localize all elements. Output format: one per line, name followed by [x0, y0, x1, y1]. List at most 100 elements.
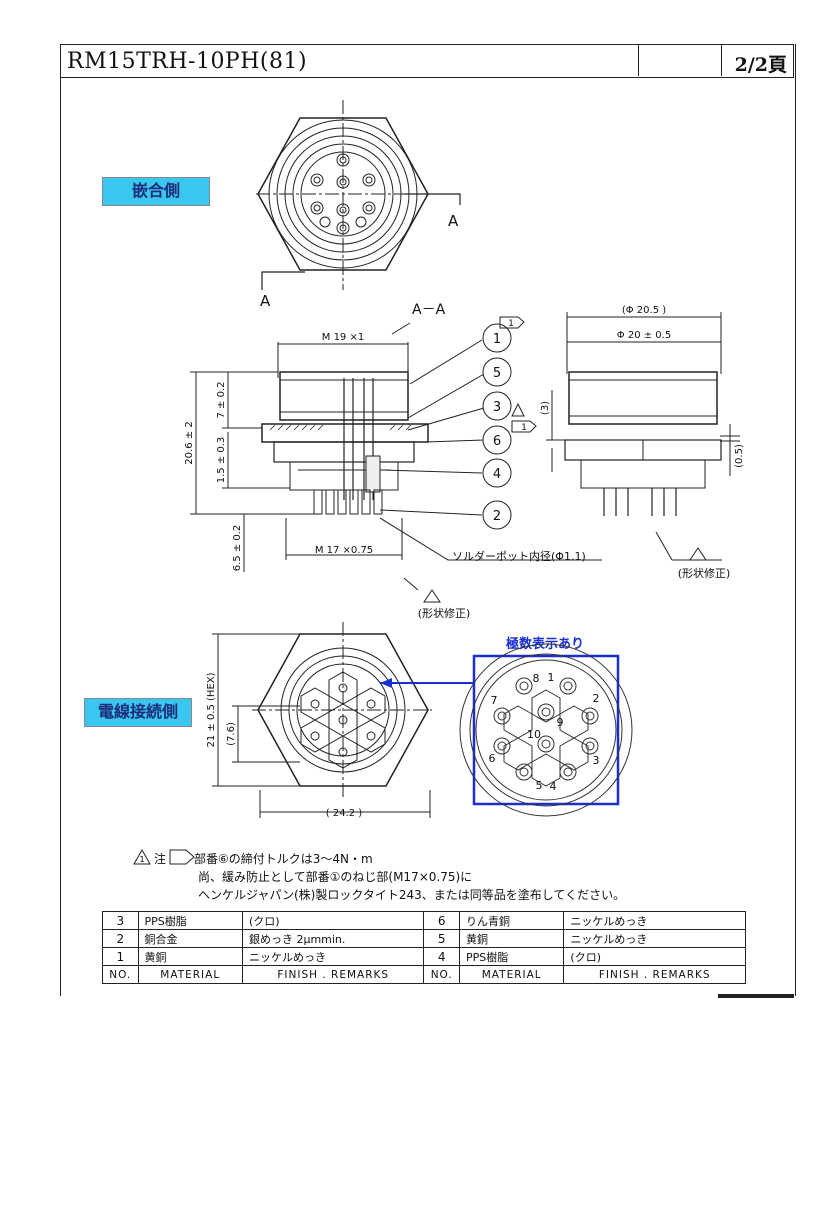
table-header-cell: MATERIAL — [137, 965, 243, 984]
revision-marks — [423, 316, 707, 603]
table-cell: 黄銅 — [137, 947, 243, 966]
mating-side-tag: 嵌合側 — [102, 177, 210, 206]
balloon-5 — [482, 357, 512, 387]
part-balloons — [482, 323, 512, 530]
mating-pin-pattern — [310, 153, 376, 235]
table-cell: (クロ) — [563, 947, 746, 966]
pin-number: 9 — [557, 716, 564, 729]
section-title: A－A — [412, 302, 446, 318]
revision-note: (形状修正) — [418, 606, 471, 620]
section-aa-view — [190, 322, 602, 591]
material-table: 3 PPS樹脂 (クロ) 6 りん青銅 ニッケルめっき 2 銅合金 銀めっき 2… — [102, 911, 746, 984]
balloon-label: 2 — [493, 509, 501, 524]
note-text: 尚、緩み防止として部番①のねじ部(M17×0.75)に — [198, 870, 473, 884]
pin-number: 5 — [536, 779, 543, 792]
table-cell: 銅合金 — [137, 929, 243, 948]
drawing-frame — [60, 44, 796, 996]
dim-7: 7 ± 0.2 — [216, 381, 227, 418]
dim-24-2: ( 24.2 ) — [326, 808, 363, 819]
pin-number: 4 — [550, 780, 557, 793]
balloon-label: 4 — [493, 467, 501, 482]
table-row: 2 銅合金 銀めっき 2μmmin. 5 黄銅 ニッケルめっき — [102, 929, 746, 948]
pin-numbering-detail: 1 2 3 4 5 6 7 8 9 10 — [459, 643, 633, 817]
table-cell: 3 — [102, 911, 139, 930]
table-cell: ニッケルめっき — [563, 929, 746, 948]
wire-side-tag: 電線接続側 — [84, 698, 192, 727]
revision-note: (形状修正) — [678, 566, 731, 580]
dim-m17: M 17 ×0.75 — [315, 545, 373, 556]
revision-number: 1 — [521, 423, 527, 433]
balloon-label: 1 — [493, 332, 501, 347]
dim-hex21: 21 ± 0.5 (HEX) — [206, 672, 217, 747]
balloon-3 — [482, 391, 512, 421]
balloon-label: 3 — [493, 400, 501, 415]
wire-side-view — [212, 622, 432, 818]
table-row: 3 PPS樹脂 (クロ) 6 りん青銅 ニッケルめっき — [102, 911, 746, 930]
note-box-icon — [169, 849, 195, 865]
dim-m19: M 19 ×1 — [322, 332, 364, 343]
dim-6-5: 6.5 ± 0.2 — [232, 525, 243, 572]
table-header-cell: NO. — [102, 965, 139, 984]
dim-3: (3) — [540, 401, 551, 415]
section-marker: A — [448, 212, 459, 230]
table-header-cell: FINISH . REMARKS — [241, 965, 425, 984]
page-number: 2/2頁 — [734, 54, 787, 76]
pin-number: 10 — [527, 728, 541, 741]
balloon-1 — [482, 323, 512, 353]
mating-side-view — [256, 100, 461, 290]
table-header-row: NO. MATERIAL FINISH . REMARKS NO. MATERI… — [102, 965, 746, 984]
table-header-cell: MATERIAL — [458, 965, 565, 984]
table-cell: 黄銅 — [458, 929, 565, 948]
title-divider — [638, 45, 639, 76]
table-cell: りん青銅 — [458, 911, 565, 930]
pin-number: 8 — [533, 672, 540, 685]
note-mark: 注 — [154, 852, 167, 866]
balloon-label: 5 — [493, 366, 501, 381]
table-cell: ニッケルめっき — [563, 911, 746, 930]
table-cell: 6 — [423, 911, 460, 930]
pin-number: 1 — [548, 671, 555, 684]
table-cell: 銀めっき 2μmmin. — [241, 929, 425, 948]
balloon-4 — [482, 458, 512, 488]
title-divider — [721, 45, 722, 76]
pin-number: 3 — [593, 754, 600, 767]
balloon-6 — [482, 425, 512, 455]
dim-phi20-5: (Φ 20.5 ) — [622, 305, 666, 316]
balloon-label: 6 — [493, 434, 501, 449]
table-cell: PPS樹脂 — [137, 911, 243, 930]
dim-7-6: (7.6) — [226, 722, 237, 746]
revision-triangle-icon — [133, 848, 151, 865]
table-cell: 1 — [102, 947, 139, 966]
balloon-2 — [482, 500, 512, 530]
note-text: ヘンケルジャパン(株)製ロックタイト243、または同等品を塗布してください。 — [198, 888, 626, 902]
note-line-1: 注 部番⑥の締付トルクは3～4N・m — [132, 850, 625, 868]
zoom-arrow-icon — [380, 678, 392, 688]
dim-phi20: Φ 20 ± 0.5 — [617, 330, 671, 341]
side-view — [546, 312, 740, 561]
revision-number: 1 — [139, 855, 144, 864]
title-bar: RM15TRH-10PH(81) 2/2頁 — [60, 44, 794, 78]
section-marker: A — [260, 292, 271, 310]
table-header-cell: NO. — [423, 965, 460, 984]
table-cell: 2 — [102, 929, 139, 948]
frame-corner-bar — [718, 994, 794, 998]
dim-20-6: 20.6 ± 2 — [184, 421, 195, 464]
table-row: 1 黄銅 ニッケルめっき 4 PPS樹脂 (クロ) — [102, 947, 746, 966]
revision-number: 1 — [508, 319, 514, 329]
note-text: 部番⑥の締付トルクは3～4N・m — [194, 852, 373, 866]
notes-block: 注 部番⑥の締付トルクは3～4N・m 尚、緩み防止として部番①のねじ部(M17×0… — [132, 850, 625, 904]
table-cell: 5 — [423, 929, 460, 948]
drawing-title: RM15TRH-10PH(81) — [67, 49, 308, 74]
dim-1-5: 1.5 ± 0.3 — [216, 437, 227, 484]
table-cell: PPS樹脂 — [458, 947, 565, 966]
solder-pot-callout: ソルダーポット内径(Φ1.1) — [452, 549, 586, 563]
table-cell: ニッケルめっき — [241, 947, 425, 966]
pin-number: 2 — [593, 692, 600, 705]
table-cell: (クロ) — [241, 911, 425, 930]
table-cell: 4 — [423, 947, 460, 966]
pin-number: 7 — [491, 694, 498, 707]
dim-0-5: (0.5) — [734, 444, 745, 468]
pin-number: 6 — [489, 752, 496, 765]
table-header-cell: FINISH . REMARKS — [563, 965, 746, 984]
